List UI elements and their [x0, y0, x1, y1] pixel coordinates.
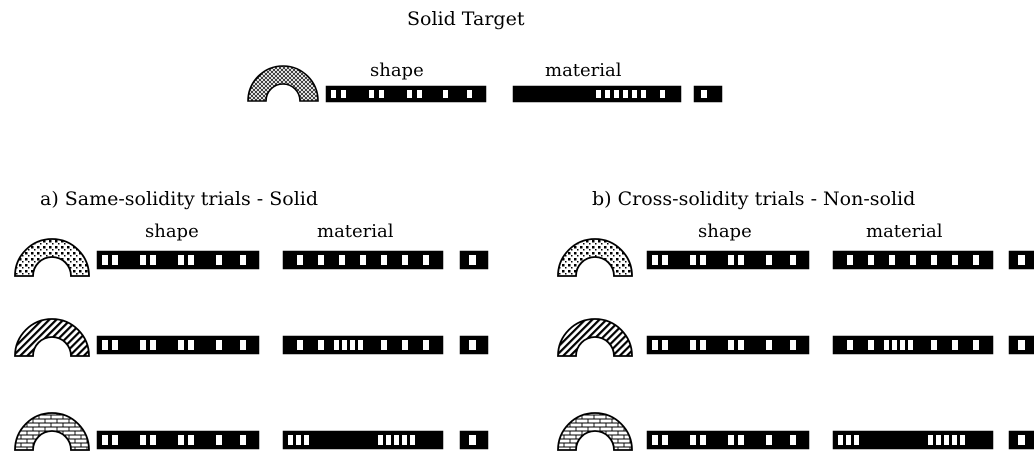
a-row2-shape-bar: [96, 335, 260, 355]
target-shape-label: shape: [370, 60, 424, 81]
panel-a-heading: a) Same-solidity trials - Solid: [40, 188, 319, 210]
page-title: Solid Target: [407, 8, 525, 30]
target-extra-bar: [693, 85, 723, 103]
b-row3-shape-bar: [646, 430, 810, 450]
arch-brick-icon: [557, 412, 633, 451]
panel-a-material-label: material: [317, 221, 394, 242]
b-row2-extra-bar: [1008, 335, 1034, 355]
b-row1-extra-bar: [1008, 250, 1034, 270]
a-row3-extra-bar: [459, 430, 489, 450]
a-row3-material-bar: [282, 430, 444, 450]
target-material-bar: [512, 85, 682, 103]
arch-fine-crosshatch-icon: [247, 65, 319, 102]
a-row1-material-bar: [282, 250, 444, 270]
panel-b-shape-label: shape: [698, 221, 752, 242]
arch-dotted-icon: [557, 238, 633, 277]
a-row2-material-bar: [282, 335, 444, 355]
b-row3-extra-bar: [1008, 430, 1034, 450]
b-row1-material-bar: [832, 250, 994, 270]
b-row3-material-bar: [832, 430, 994, 450]
panel-b-heading: b) Cross-solidity trials - Non-solid: [592, 188, 916, 210]
a-row2-extra-bar: [459, 335, 489, 355]
target-shape-bar: [325, 85, 487, 103]
arch-diagonal-stripes-icon: [557, 318, 633, 357]
a-row1-extra-bar: [459, 250, 489, 270]
b-row2-shape-bar: [646, 335, 810, 355]
arch-brick-icon: [14, 412, 90, 451]
a-row3-shape-bar: [96, 430, 260, 450]
arch-diagonal-stripes-icon: [14, 318, 90, 357]
arch-dotted-icon: [14, 238, 90, 277]
a-row1-shape-bar: [96, 250, 260, 270]
panel-a-shape-label: shape: [145, 221, 199, 242]
panel-b-material-label: material: [866, 221, 943, 242]
b-row1-shape-bar: [646, 250, 810, 270]
b-row2-material-bar: [832, 335, 994, 355]
target-material-label: material: [545, 60, 622, 81]
